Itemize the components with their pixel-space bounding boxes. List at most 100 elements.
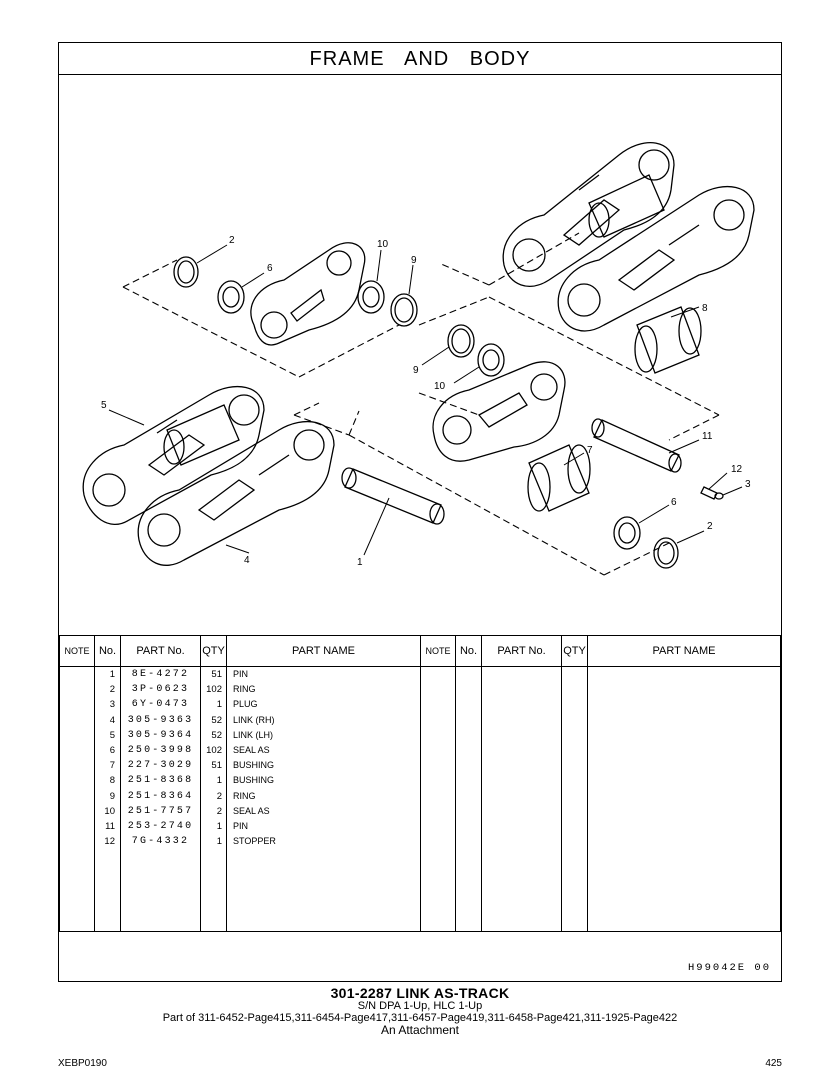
row-12-part-name: STOPPER <box>233 836 276 847</box>
callout-12: 12 <box>731 464 743 475</box>
callout-6-right: 6 <box>671 497 677 508</box>
row-1-qty: 51 <box>211 669 222 680</box>
row-5-part-number: 305-9364 <box>127 729 194 741</box>
row-11-qty: 1 <box>216 820 222 832</box>
callout-10-top: 10 <box>377 239 389 250</box>
row-2-part-name: RING <box>233 684 256 695</box>
link-middle-right <box>432 361 566 462</box>
callout-9-top: 9 <box>411 255 417 266</box>
header-no-left: No. <box>94 635 121 667</box>
row-9-qty: 2 <box>216 790 222 802</box>
header-no-right: No. <box>455 635 482 667</box>
parts-page-frame: FRAME AND BODY <box>58 42 782 982</box>
row-7-part-number: 227-3029 <box>127 760 194 772</box>
link-upper-right-inner <box>557 185 755 332</box>
callout-5: 5 <box>101 400 107 411</box>
col-part-name-left: PIN RING PLUG LINK (RH) LINK (LH) SEAL A… <box>226 666 421 931</box>
row-10-no: 10 <box>104 805 115 817</box>
header-note-left: NOTE <box>59 635 95 667</box>
row-7-part-name: BUSHING <box>233 760 275 771</box>
parts-list-table: NOTE No. PART No. QTY PART NAME NOTE No.… <box>59 635 781 931</box>
row-2-part-number: 3P-0623 <box>131 684 190 696</box>
row-10-part-number: 251-7757 <box>127 805 194 817</box>
stopper-part-12 <box>700 486 718 500</box>
link-top-center <box>250 242 366 346</box>
ring-2-right <box>653 537 679 569</box>
bushing-part-7 <box>527 444 591 512</box>
page-title: FRAME AND BODY <box>59 43 781 75</box>
pin-part-1 <box>341 467 445 525</box>
header-note-right: NOTE <box>420 635 456 667</box>
col-qty-right <box>561 666 588 931</box>
row-3-part-number: 6Y-0473 <box>131 699 190 711</box>
row-5-qty: 52 <box>211 729 222 741</box>
header-part-no-right: PART No. <box>481 635 562 667</box>
row-3-no: 3 <box>109 699 115 711</box>
row-4-part-number: 305-9363 <box>127 714 194 726</box>
header-qty-left: QTY <box>200 635 227 667</box>
drawing-code: H99042E 00 <box>687 962 771 974</box>
row-9-part-name: RING <box>233 790 256 801</box>
row-9-no: 9 <box>109 790 115 802</box>
row-10-qty: 2 <box>216 805 222 817</box>
ring-9-top <box>390 293 418 327</box>
row-1-part-name: PIN <box>233 669 249 679</box>
row-5-part-name: LINK (LH) <box>233 729 274 740</box>
row-6-no: 6 <box>109 744 115 756</box>
callout-6-left: 6 <box>267 263 273 274</box>
row-2-no: 2 <box>109 684 115 696</box>
page-number: 425 <box>765 1058 782 1069</box>
row-3-qty: 1 <box>216 699 222 711</box>
row-9-part-number: 251-8364 <box>127 790 194 802</box>
document-id: XEBP0190 <box>58 1058 107 1069</box>
drawing-info-band: H99042E 00 <box>59 931 781 982</box>
seal-10-top <box>357 280 385 314</box>
col-part-no-left: 8E-4272 3P-0623 6Y-0473 305-9363 305-936… <box>120 666 201 931</box>
row-3-part-name: PLUG <box>233 699 258 710</box>
assembly-title: 301-2287 LINK AS-TRACK <box>330 985 510 1001</box>
callout-11: 11 <box>702 431 713 442</box>
row-1-no: 1 <box>109 669 115 680</box>
row-8-part-number: 251-8368 <box>127 775 194 787</box>
row-11-no: 11 <box>105 820 115 832</box>
col-no-right <box>455 666 482 931</box>
serial-number-range: S/N DPA 1-Up, HLC 1-Up <box>357 1000 483 1012</box>
row-8-qty: 1 <box>216 775 222 787</box>
callout-8: 8 <box>702 303 708 314</box>
seal-6-right <box>613 516 641 550</box>
exploded-view-illustration: 2 6 10 9 9 10 8 5 1 4 7 6 2 11 12 3 <box>59 75 781 635</box>
header-part-name-right: PART NAME <box>587 635 781 667</box>
col-no-left: 1 2 3 4 5 6 7 8 9 10 11 12 <box>94 666 121 931</box>
row-4-qty: 52 <box>211 714 222 726</box>
plug-part-3 <box>714 492 724 500</box>
callout-1: 1 <box>357 557 363 568</box>
callout-3: 3 <box>745 479 751 490</box>
col-note-right <box>420 666 456 931</box>
seal-6-left <box>217 280 245 314</box>
row-8-no: 8 <box>109 775 115 787</box>
attachment-note: An Attachment <box>380 1023 460 1037</box>
callout-2-right: 2 <box>707 521 713 532</box>
col-note-left <box>59 666 95 931</box>
callout-7: 7 <box>587 445 593 456</box>
callout-2-left: 2 <box>229 235 235 246</box>
row-11-part-number: 253-2740 <box>127 820 194 832</box>
bushing-upper-right <box>588 174 665 238</box>
header-qty-right: QTY <box>561 635 588 667</box>
row-12-qty: 1 <box>216 836 222 848</box>
header-part-name-left: PART NAME <box>226 635 421 667</box>
row-10-part-name: SEAL AS <box>233 805 270 816</box>
row-4-no: 4 <box>109 714 115 726</box>
link-lower-left-outer <box>82 385 265 526</box>
bushing-lower-left <box>163 404 240 466</box>
callout-10-mid: 10 <box>434 381 446 392</box>
row-6-qty: 102 <box>206 744 222 756</box>
seal-10-mid <box>477 343 505 377</box>
ring-9-mid <box>447 324 475 358</box>
row-1-part-number: 8E-4272 <box>131 669 190 680</box>
col-part-no-right <box>481 666 562 931</box>
row-4-part-name: LINK (RH) <box>233 714 275 725</box>
col-qty-left: 51 102 1 52 52 102 51 1 2 2 1 1 <box>200 666 227 931</box>
row-12-no: 12 <box>104 836 115 848</box>
row-8-part-name: BUSHING <box>233 775 275 786</box>
